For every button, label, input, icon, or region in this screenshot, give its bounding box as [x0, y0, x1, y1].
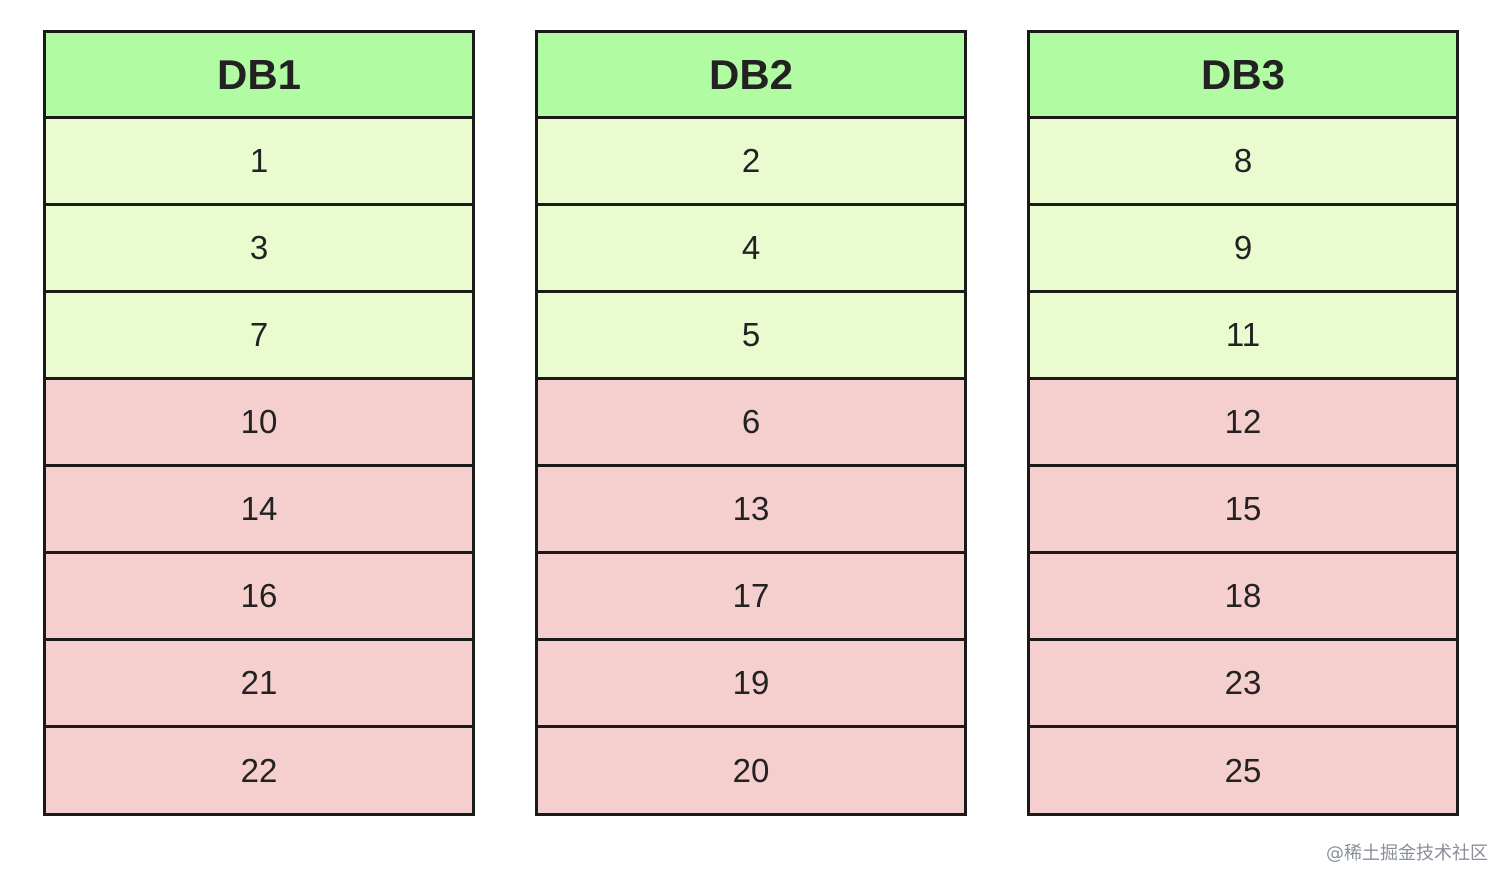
db-cell: 19 — [538, 641, 964, 728]
db-table: DB2 2 4 5 6 13 17 19 20 — [535, 30, 967, 816]
db-cell: 3 — [46, 206, 472, 293]
db-header: DB1 — [46, 33, 472, 119]
db-cell: 12 — [1030, 380, 1456, 467]
db-cell: 15 — [1030, 467, 1456, 554]
db-cell: 21 — [46, 641, 472, 728]
db-cell: 10 — [46, 380, 472, 467]
db-cell: 17 — [538, 554, 964, 641]
db-table: DB3 8 9 11 12 15 18 23 25 — [1027, 30, 1459, 816]
db-cell: 22 — [46, 728, 472, 813]
db-cell: 1 — [46, 119, 472, 206]
watermark: @稀土掘金技术社区 — [1326, 843, 1488, 864]
db-table: DB1 1 3 7 10 14 16 21 22 — [43, 30, 475, 816]
db-cell: 23 — [1030, 641, 1456, 728]
db-cell: 20 — [538, 728, 964, 813]
db-cell: 11 — [1030, 293, 1456, 380]
db-cell: 14 — [46, 467, 472, 554]
db-header: DB3 — [1030, 33, 1456, 119]
db-cell: 9 — [1030, 206, 1456, 293]
db-header: DB2 — [538, 33, 964, 119]
db-cell: 8 — [1030, 119, 1456, 206]
db-cell: 2 — [538, 119, 964, 206]
db-cell: 4 — [538, 206, 964, 293]
db-cell: 7 — [46, 293, 472, 380]
db-cell: 6 — [538, 380, 964, 467]
db-cell: 18 — [1030, 554, 1456, 641]
db-cell: 25 — [1030, 728, 1456, 813]
db-cell: 16 — [46, 554, 472, 641]
db-cell: 5 — [538, 293, 964, 380]
db-cell: 13 — [538, 467, 964, 554]
